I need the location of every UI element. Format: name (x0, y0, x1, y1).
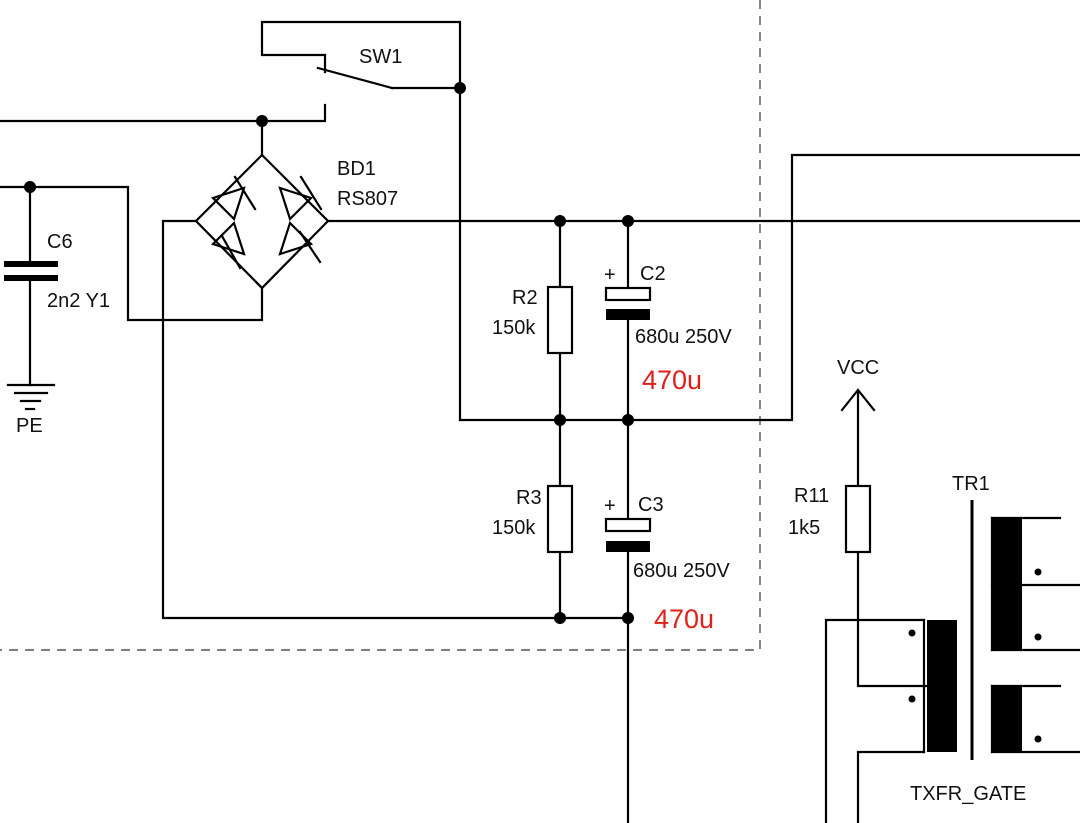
r3-ref: R3 (516, 487, 542, 509)
diode-top-left (210, 175, 257, 222)
sw1-switch: SW1 (316, 46, 402, 90)
r2-value: 150k (492, 317, 536, 339)
vcc-power-symbol: VCC (837, 357, 879, 412)
c6-capacitor: C6 2n2 Y1 (4, 231, 110, 312)
r2-ref: R2 (512, 287, 538, 309)
wires (0, 20, 1080, 823)
tr1-ref: TR1 (952, 473, 990, 495)
tr1-transformer: TR1 TXFR_GATE (908, 473, 1042, 805)
board-boundary (0, 0, 761, 651)
c6-ref: C6 (47, 231, 73, 253)
txfr-gate-net-label: TXFR_GATE (910, 783, 1026, 805)
c3-ref: C3 (638, 494, 664, 516)
c2-electrolytic-capacitor: + C2 680u 250V 470u (604, 263, 732, 395)
c3-plus-sign: + (604, 495, 616, 517)
c6-value: 2n2 Y1 (47, 290, 110, 312)
sw1-label: SW1 (359, 46, 402, 68)
c3-annotation: 470u (654, 604, 714, 634)
c2-plus-sign: + (604, 264, 616, 286)
bd1-value: RS807 (337, 188, 398, 210)
bd1-ref: BD1 (337, 158, 376, 180)
r11-resistor: R11 1k5 (788, 484, 872, 554)
c2-value: 680u 250V (635, 326, 732, 348)
c3-electrolytic-capacitor: + C3 680u 250V 470u (604, 494, 730, 634)
r11-ref: R11 (794, 485, 829, 507)
bd1-bridge-rectifier: BD1 RS807 (194, 153, 398, 290)
c2-annotation: 470u (642, 365, 702, 395)
pe-label: PE (16, 415, 43, 437)
diode-bottom-right (278, 220, 322, 264)
pe-ground-symbol: PE (6, 383, 56, 437)
c2-ref: C2 (640, 263, 666, 285)
diode-top-right (278, 175, 323, 222)
r2-resistor: R2 150k (492, 285, 574, 355)
diode-bottom-left (210, 220, 246, 270)
vcc-label: VCC (837, 357, 879, 379)
r3-resistor: R3 150k (492, 484, 574, 554)
c3-value: 680u 250V (633, 560, 730, 582)
r11-value: 1k5 (788, 517, 820, 539)
junction-dots (24, 82, 634, 624)
r3-value: 150k (492, 517, 536, 539)
